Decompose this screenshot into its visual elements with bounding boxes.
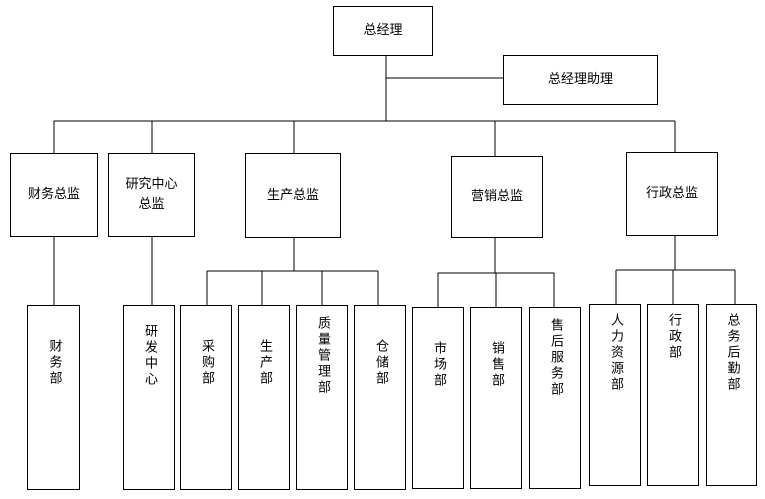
node-label: 售后服务部 <box>548 318 563 398</box>
node-rnd-center: 研发中心 <box>123 305 175 490</box>
node-label: 研发中心 <box>142 324 157 388</box>
node-gm-assistant: 总经理助理 <box>503 55 658 105</box>
node-label: 生产部 <box>257 339 272 387</box>
node-market: 市场部 <box>412 307 464 489</box>
node-label: 总经理 <box>363 23 403 38</box>
node-finance-director: 财务总监 <box>10 153 98 237</box>
node-admin-dept: 行政部 <box>647 304 699 486</box>
node-rnd-director: 研究中心 总监 <box>108 153 195 237</box>
node-admin-director: 行政总监 <box>626 152 718 236</box>
node-label: 销售部 <box>489 341 504 389</box>
node-label-line: 总监 <box>138 197 165 212</box>
node-production-dept: 生产部 <box>238 305 290 490</box>
node-label: 行政部 <box>666 313 681 361</box>
node-label: 行政总监 <box>645 186 698 201</box>
node-label: 财务总监 <box>27 187 80 202</box>
node-quality: 质量管理部 <box>296 305 348 490</box>
node-label: 研究中心 总监 <box>125 175 177 215</box>
node-marketing-director: 营销总监 <box>451 156 543 238</box>
node-label: 财务部 <box>46 339 62 387</box>
node-finance-dept: 财务部 <box>27 305 80 490</box>
node-general-affairs: 总务后勤部 <box>706 304 757 486</box>
node-general-manager: 总经理 <box>333 6 433 56</box>
node-after-sales: 售后服务部 <box>529 307 581 489</box>
node-label: 采购部 <box>199 339 214 387</box>
node-label: 生产总监 <box>266 187 319 203</box>
node-purchasing: 采购部 <box>180 305 232 490</box>
node-label: 总经理助理 <box>547 72 613 87</box>
node-label: 质量管理部 <box>315 316 330 396</box>
node-label-line: 研究中心 <box>125 177 178 192</box>
node-label: 营销总监 <box>470 189 523 204</box>
node-label: 总务后勤部 <box>724 313 740 393</box>
node-production-director: 生产总监 <box>245 153 341 238</box>
node-hr: 人力资源部 <box>589 304 641 486</box>
node-label: 市场部 <box>431 341 446 389</box>
node-label: 人力资源部 <box>608 313 623 393</box>
node-sales: 销售部 <box>470 307 522 489</box>
node-label: 仓储部 <box>373 339 388 387</box>
node-warehouse: 仓储部 <box>354 305 406 490</box>
